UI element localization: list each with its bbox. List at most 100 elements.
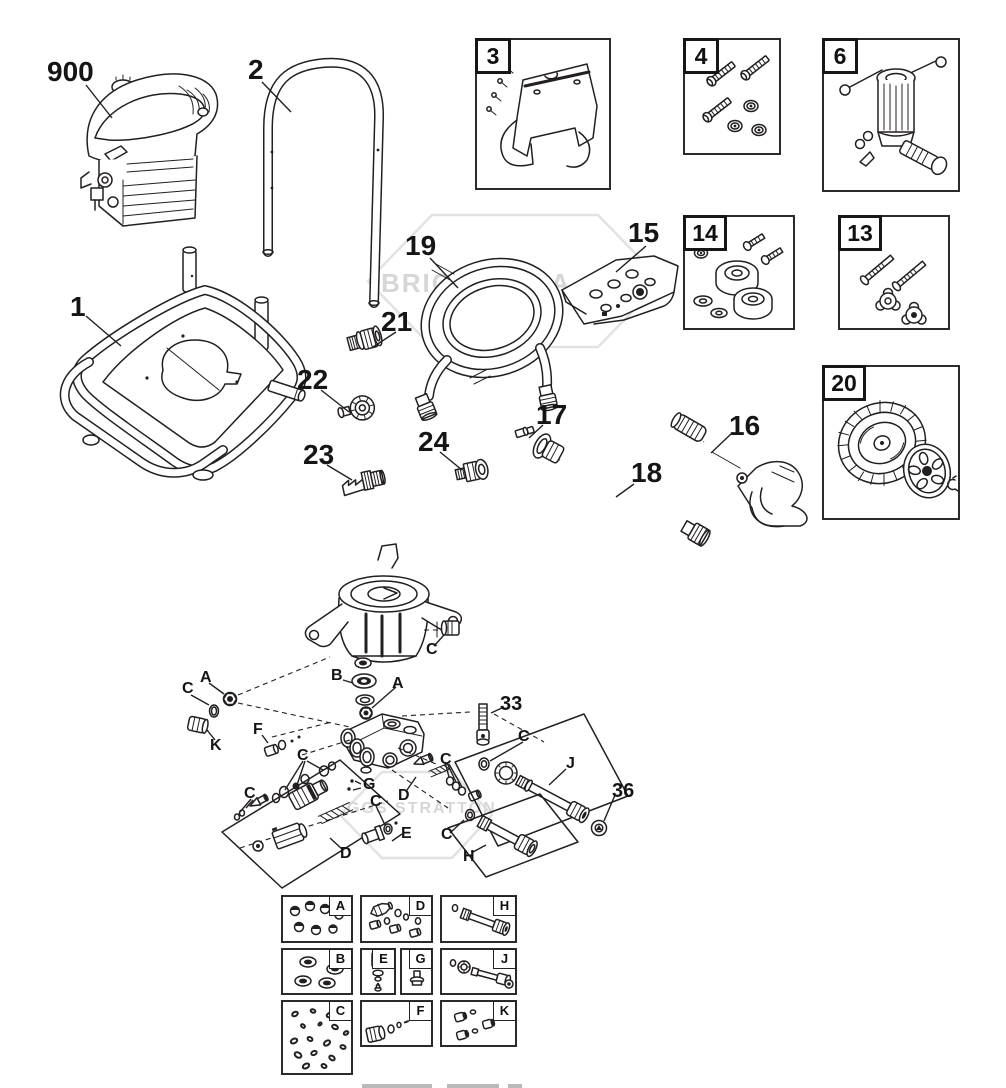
seal-stack-illustration: [351, 657, 377, 720]
kit-k-illustration: [453, 1009, 504, 1041]
label-c-jkit: C: [518, 728, 530, 745]
box-engine-bracket: 3: [475, 38, 611, 190]
kit-tag-c: C: [329, 1001, 352, 1021]
label-c-housing-plug: C: [426, 641, 438, 658]
label-c-dkit-top: C: [297, 747, 309, 764]
kit-box-k: K: [440, 1000, 517, 1047]
bracket-illustration: [486, 63, 598, 168]
box-tag-13: 13: [838, 215, 882, 251]
frame-illustration: [59, 246, 307, 481]
label-h: H: [463, 848, 475, 865]
bolt-33-illustration: [476, 703, 490, 746]
d-kit-parts: [397, 747, 482, 802]
kit-box-g: G: [400, 948, 433, 995]
label-c-e: C: [370, 793, 382, 810]
box-wheel-kit: 20: [822, 365, 960, 520]
callout-valve-36: 36: [612, 780, 635, 802]
label-a-left: A: [200, 669, 212, 686]
left-nut-illustration: [222, 691, 238, 707]
label-d-rhombus: D: [340, 845, 352, 862]
callout-fitting-24: 24: [418, 426, 450, 457]
kit-tag-h: H: [493, 896, 516, 916]
kit-tag-e: E: [372, 949, 395, 969]
kit-box-f: F: [360, 1000, 433, 1047]
leader-lines: [85, 81, 732, 498]
nozzle-17-illustration: [514, 425, 535, 439]
kit-tag-f: F: [409, 1001, 432, 1021]
kit-d-illustration: [368, 901, 426, 938]
callout-wand: 18: [631, 457, 663, 488]
e-kit-parts: [361, 805, 403, 845]
cutoff-print-fragment: [508, 1084, 522, 1088]
callout-frame: 1: [70, 291, 86, 322]
label-c-right-cluster: C: [440, 751, 452, 768]
kit-box-h: H: [440, 895, 517, 943]
callout-fitting-21: 21: [381, 306, 413, 337]
box-tag-6: 6: [822, 38, 858, 74]
kit-box-d: D: [360, 895, 433, 943]
cutoff-print-fragment: [362, 1084, 432, 1088]
callout-nozzle-17: 17: [536, 399, 568, 430]
watermark-text-bottom: GGS STRATTON: [347, 800, 497, 817]
handle-illustration: [262, 57, 385, 308]
pump-assembly-illustration: [839, 56, 948, 176]
box-tag-20: 20: [822, 365, 866, 401]
left-plug-illustration: [186, 715, 209, 734]
label-c-left: C: [182, 680, 194, 697]
kit-tag-d: D: [409, 896, 432, 916]
callout-gun: 16: [729, 410, 761, 441]
label-g: G: [363, 776, 376, 793]
f-kit-parts: [261, 721, 351, 757]
kit-tag-k: K: [493, 1001, 516, 1021]
unloader-kit-illustration: [221, 759, 401, 889]
kit-j-illustration: [449, 959, 514, 989]
isolator-kit-illustration: [693, 233, 784, 320]
box-knob-kit: 13: [838, 215, 950, 330]
kit-c-illustration: [289, 1008, 350, 1070]
kit-box-b: B: [281, 948, 353, 995]
wheel-kit-illustration: [833, 381, 958, 499]
callout-engine: 900: [47, 56, 94, 87]
hardware-illustration: [702, 55, 770, 137]
callout-bolt-33: 33: [500, 693, 523, 715]
inlet-tube-kit-illustration: [447, 793, 579, 878]
label-b-seal: B: [331, 667, 343, 684]
label-e: E: [401, 825, 412, 842]
engine-illustration: [80, 73, 219, 227]
box-pump-assembly: 6: [822, 38, 960, 192]
pump-manifold-illustration: [340, 713, 425, 774]
kit-tag-g: G: [409, 949, 432, 969]
box-hardware-kit: 4: [683, 38, 781, 155]
kit-box-j: J: [440, 948, 517, 995]
kit-tag-b: B: [329, 949, 352, 969]
kit-box-a: A: [281, 895, 353, 943]
box-tag-4: 4: [683, 38, 719, 74]
cutoff-print-fragment: [447, 1084, 499, 1088]
gun-illustration: [670, 412, 808, 528]
fitting-21-illustration: [346, 325, 383, 352]
label-f: F: [253, 721, 263, 738]
label-c-dkit-left: C: [244, 785, 256, 802]
callout-nozzle-kit: 15: [628, 217, 660, 248]
nozzle-kit-illustration: [561, 255, 679, 325]
label-k: K: [210, 737, 222, 754]
wand-illustration: [532, 433, 711, 547]
knob-kit-illustration: [859, 254, 927, 325]
box-tag-14: 14: [683, 215, 727, 251]
callout-hose: 19: [405, 230, 437, 261]
box-tag-3: 3: [475, 38, 511, 74]
pump-housing-illustration: [304, 543, 463, 663]
label-a-right: A: [392, 675, 404, 692]
kit-tag-a: A: [329, 896, 352, 916]
fitting-22-illustration: [337, 395, 376, 421]
kit-tag-j: J: [493, 949, 516, 969]
callout-fitting-23: 23: [303, 439, 335, 470]
kit-a-illustration: [289, 900, 344, 936]
hose-illustration: [414, 257, 564, 421]
kit-h-illustration: [451, 903, 511, 937]
fitting-24-illustration: [454, 458, 489, 483]
label-j: J: [566, 755, 575, 772]
callout-fitting-22: 22: [297, 364, 329, 395]
label-c-hkit: C: [441, 826, 453, 843]
